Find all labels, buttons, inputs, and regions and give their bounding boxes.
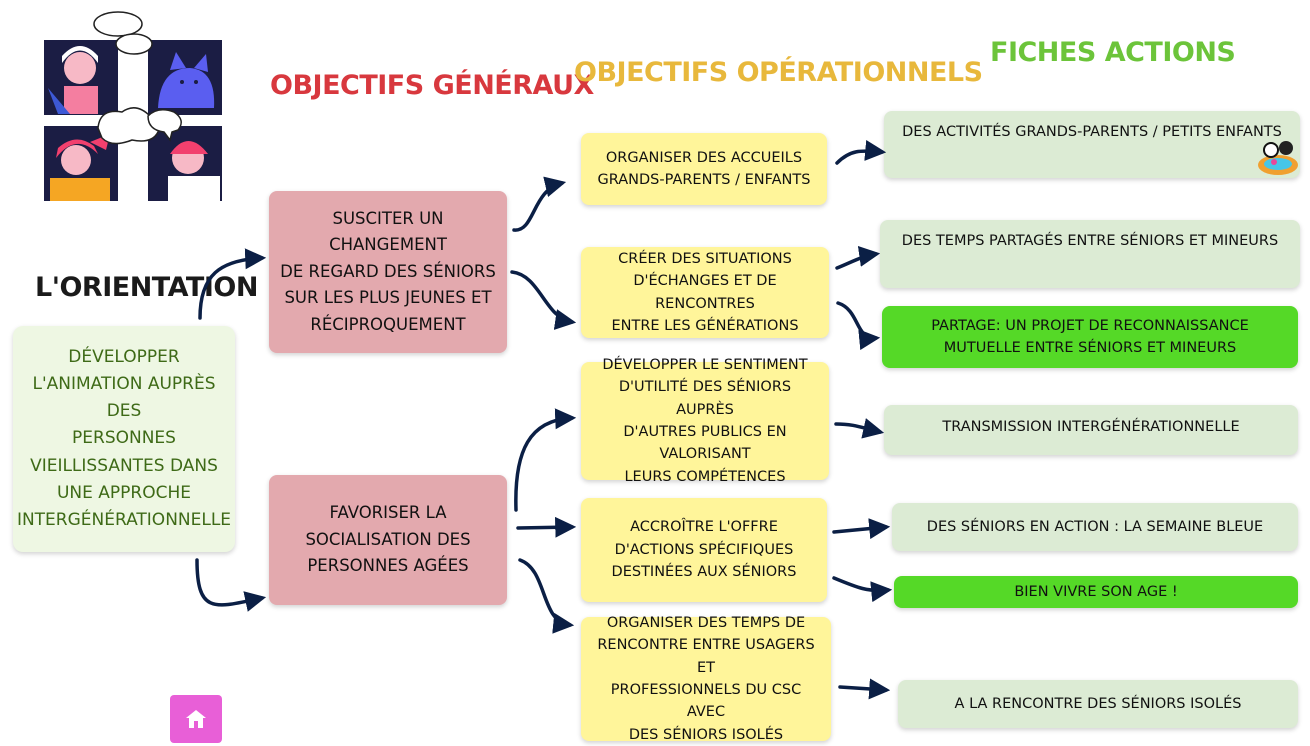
arrow bbox=[198, 248, 267, 320]
box-line: D'ÉCHANGES ET DE RENCONTRES bbox=[633, 273, 777, 312]
box-line: BIEN VIVRE SON AGE ! bbox=[1014, 583, 1178, 600]
fiche-action-6: BIEN VIVRE SON AGE ! bbox=[894, 576, 1298, 608]
home-icon bbox=[186, 710, 206, 728]
box-line: SUR LES PLUS JEUNES ET bbox=[284, 288, 492, 308]
fiche-action-1: DES ACTIVITÉS GRANDS-PARENTS / PETITS EN… bbox=[884, 111, 1300, 178]
objectif-operationnel-2: CRÉER DES SITUATIONS D'ÉCHANGES ET DE RE… bbox=[581, 247, 829, 338]
fiche-action-3: PARTAGE: UN PROJET DE RECONNAISSANCE MUT… bbox=[882, 306, 1298, 368]
heading-orientation: L'ORIENTATION bbox=[35, 272, 258, 303]
box-line: DESTINÉES AUX SÉNIORS bbox=[611, 564, 797, 581]
heading-objectifs-generaux: OBJECTIFS GÉNÉRAUX bbox=[270, 70, 594, 101]
objectif-general-2: FAVORISER LA SOCIALISATION DES PERSONNES… bbox=[269, 475, 507, 605]
box-line: SUSCITER UN CHANGEMENT bbox=[329, 209, 447, 255]
objectif-operationnel-3: DÉVELOPPER LE SENTIMENT D'UTILITÉ DES SÉ… bbox=[581, 357, 829, 485]
arrow bbox=[835, 245, 881, 270]
arrow bbox=[834, 418, 885, 439]
box-line: RÉCIPROQUEMENT bbox=[310, 314, 466, 334]
arrow bbox=[836, 301, 881, 351]
box-line: ACCROÎTRE L'OFFRE bbox=[630, 519, 778, 536]
home-button[interactable] bbox=[170, 695, 222, 743]
box-line: MUTUELLE ENTRE SÉNIORS ET MINEURS bbox=[943, 340, 1237, 356]
orientation-line: L'ANIMATION AUPRÈS DES bbox=[32, 374, 216, 422]
box-line: D'UTILITÉ DES SÉNIORS AUPRÈS bbox=[618, 379, 792, 418]
box-line: D'AUTRES PUBLICS EN VALORISANT bbox=[623, 424, 787, 463]
people-speech-bubbles-illustration bbox=[44, 11, 222, 203]
box-line: CRÉER DES SITUATIONS bbox=[618, 250, 792, 267]
box-line: D'ACTIONS SPÉCIFIQUES bbox=[614, 541, 794, 558]
sticker-icon bbox=[1258, 141, 1298, 175]
orientation-line: DÉVELOPPER bbox=[68, 346, 180, 367]
box-line: LEURS COMPÉTENCES bbox=[624, 468, 786, 485]
box-line: DÉVELOPPER LE SENTIMENT bbox=[602, 356, 808, 373]
box-line: ORGANISER DES ACCUEILS bbox=[605, 149, 803, 166]
box-line: DES ACTIVITÉS GRANDS-PARENTS / PETITS EN… bbox=[902, 124, 1282, 140]
fiche-action-2: DES TEMPS PARTAGÉS ENTRE SÉNIORS ET MINE… bbox=[880, 220, 1300, 288]
orientation-line: INTERGÉNÉRATIONNELLE bbox=[16, 509, 232, 530]
objectif-general-1: SUSCITER UN CHANGEMENT DE REGARD DES SÉN… bbox=[269, 191, 507, 353]
arrow bbox=[510, 270, 577, 330]
orientation-line: PERSONNES bbox=[72, 428, 176, 449]
box-line: PROFESSIONNELS DU CSC AVEC bbox=[610, 682, 802, 721]
box-line: PARTAGE: UN PROJET DE RECONNAISSANCE bbox=[931, 317, 1249, 334]
box-line: RENCONTRE ENTRE USAGERS ET bbox=[597, 637, 815, 676]
box-line: TRANSMISSION INTERGÉNÉRATIONNELLE bbox=[942, 419, 1240, 435]
heading-objectifs-operationnels: OBJECTIFS OPÉRATIONNELS bbox=[574, 57, 983, 88]
fiche-action-4: TRANSMISSION INTERGÉNÉRATIONNELLE bbox=[884, 405, 1298, 455]
objectif-operationnel-5: ORGANISER DES TEMPS DE RENCONTRE ENTRE U… bbox=[581, 615, 831, 743]
box-line: FAVORISER LA bbox=[329, 503, 447, 523]
heading-fiches-actions: FICHES ACTIONS bbox=[990, 37, 1236, 68]
fiche-action-5: DES SÉNIORS EN ACTION : LA SEMAINE BLEUE bbox=[892, 503, 1298, 551]
arrow bbox=[835, 140, 887, 165]
box-line: DES SÉNIORS EN ACTION : LA SEMAINE BLEUE bbox=[926, 518, 1264, 535]
box-line: A LA RENCONTRE DES SÉNIORS ISOLÉS bbox=[954, 695, 1242, 712]
arrow bbox=[512, 176, 567, 232]
arrow bbox=[838, 678, 891, 700]
orientation-box: DÉVELOPPER L'ANIMATION AUPRÈS DES PERSON… bbox=[13, 326, 235, 552]
objectif-operationnel-4: ACCROÎTRE L'OFFRE D'ACTIONS SPÉCIFIQUES … bbox=[581, 498, 827, 602]
box-line: ORGANISER DES TEMPS DE bbox=[606, 614, 806, 631]
box-line: PERSONNES AGÉES bbox=[307, 556, 469, 576]
box-line: DE REGARD DES SÉNIORS bbox=[280, 261, 496, 281]
box-line: GRANDS-PARENTS / ENFANTS bbox=[597, 172, 811, 188]
arrow bbox=[514, 408, 577, 512]
orientation-line: UNE APPROCHE bbox=[56, 482, 192, 503]
box-line: ENTRE LES GÉNÉRATIONS bbox=[611, 317, 799, 334]
objectif-operationnel-1: ORGANISER DES ACCUEILS GRANDS-PARENTS / … bbox=[581, 133, 827, 205]
fiche-action-7: A LA RENCONTRE DES SÉNIORS ISOLÉS bbox=[898, 680, 1298, 728]
box-line: DES TEMPS PARTAGÉS ENTRE SÉNIORS ET MINE… bbox=[901, 233, 1279, 249]
arrow bbox=[518, 558, 575, 634]
orientation-line: VIEILLISSANTES DANS bbox=[30, 455, 218, 476]
box-line: DES SÉNIORS ISOLÉS bbox=[628, 726, 784, 743]
box-line: SOCIALISATION DES bbox=[305, 529, 471, 549]
arrow bbox=[195, 558, 267, 612]
arrow bbox=[832, 576, 893, 603]
arrow bbox=[832, 518, 891, 540]
arrow bbox=[516, 516, 577, 538]
